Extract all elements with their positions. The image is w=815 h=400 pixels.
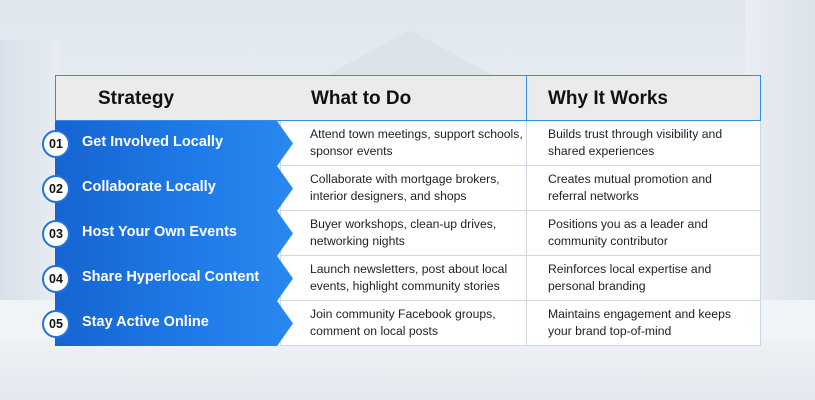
- step-number-badge: 05: [42, 310, 70, 338]
- table-row: Collaborate Locally 02 Collaborate with …: [42, 166, 761, 211]
- why-it-works-cell: Maintains engagement and keeps your bran…: [548, 307, 731, 338]
- header-divider: [526, 76, 527, 120]
- strategy-label: Collaborate Locally: [82, 179, 216, 195]
- step-number-badge: 03: [42, 220, 70, 248]
- row-body: [280, 121, 761, 166]
- strategy-label: Get Involved Locally: [82, 134, 224, 150]
- header-strategy: Strategy: [98, 88, 175, 109]
- header-what-to-do: What to Do: [311, 88, 412, 109]
- step-number-badge: 01: [42, 130, 70, 158]
- why-it-works-cell: Reinforces local expertise and personal …: [548, 262, 712, 293]
- strategy-arrow: Share Hyperlocal Content: [55, 256, 293, 301]
- what-to-do-cell: Buyer workshops, clean-up drives, networ…: [310, 217, 497, 248]
- background-ground: [0, 340, 815, 400]
- header-why-it-works: Why It Works: [548, 88, 668, 109]
- table-header: Strategy What to Do Why It Works: [55, 75, 761, 121]
- what-to-do-cell: Launch newsletters, post about local eve…: [310, 262, 508, 293]
- strategy-label: Host Your Own Events: [82, 224, 237, 240]
- table-row: Stay Active Online 05 Join community Fac…: [42, 301, 761, 346]
- strategy-arrow: Stay Active Online: [55, 301, 293, 346]
- row-body: [280, 301, 761, 346]
- why-it-works-cell: Creates mutual promotion and referral ne…: [548, 172, 712, 203]
- what-to-do-cell: Join community Facebook groups, comment …: [310, 307, 496, 338]
- row-body: [280, 211, 761, 256]
- step-number-badge: 02: [42, 175, 70, 203]
- why-it-works-cell: Positions you as a leader and community …: [548, 217, 708, 248]
- row-body: [280, 166, 761, 211]
- table-row: Share Hyperlocal Content 04 Launch newsl…: [42, 256, 761, 301]
- strategy-arrow: Host Your Own Events: [55, 211, 293, 256]
- background-building-left: [0, 40, 60, 300]
- table-row: Host Your Own Events 03 Buyer workshops,…: [42, 211, 761, 256]
- strategy-arrow: Collaborate Locally: [55, 166, 293, 211]
- strategy-arrow: Get Involved Locally: [55, 121, 293, 166]
- strategy-label: Share Hyperlocal Content: [82, 269, 260, 285]
- what-to-do-cell: Collaborate with mortgage brokers, inter…: [310, 172, 500, 203]
- table-row: Get Involved Locally 01 Attend town meet…: [42, 121, 761, 166]
- step-number-badge: 04: [42, 265, 70, 293]
- what-to-do-cell: Attend town meetings, support schools, s…: [310, 127, 523, 158]
- strategy-label: Stay Active Online: [82, 314, 209, 330]
- strategy-table: Strategy What to Do Why It Works Get Inv…: [42, 75, 761, 346]
- why-it-works-cell: Builds trust through visibility and shar…: [548, 127, 723, 158]
